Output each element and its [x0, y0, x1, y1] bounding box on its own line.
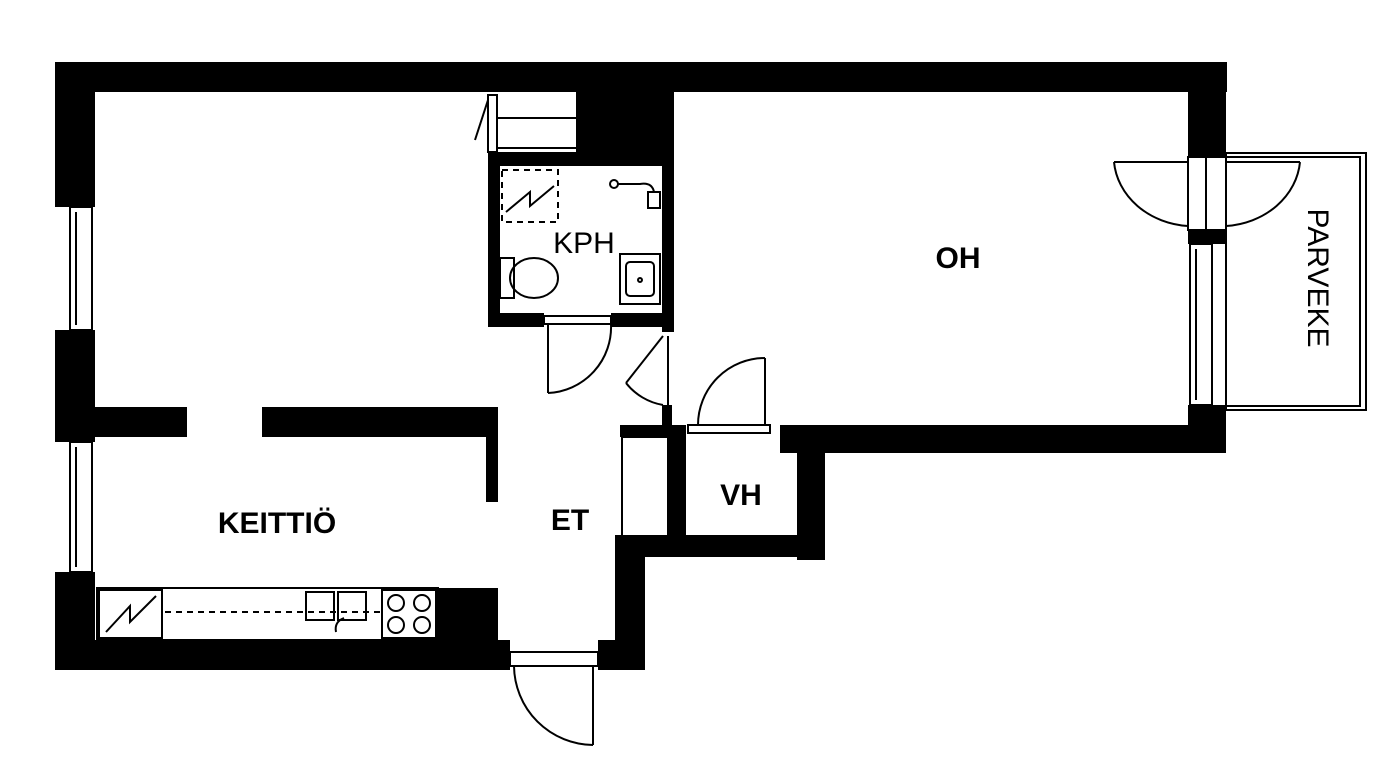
hall-cabinet — [621, 436, 669, 538]
toilet-icon — [499, 257, 559, 299]
balcony — [1225, 152, 1367, 411]
room-labels: KPH OH KEITTIÖ ET VH PARVEKE — [218, 209, 1334, 540]
shower-area — [501, 169, 559, 223]
room-label-living: OH — [936, 242, 981, 275]
fridge-icon — [98, 589, 163, 639]
walls — [55, 62, 1227, 670]
windows — [69, 206, 1213, 573]
sink-icon — [619, 253, 661, 305]
window-living-right — [1189, 243, 1213, 406]
bathroom-fixtures — [499, 169, 661, 305]
doors — [474, 94, 1301, 746]
kitchen-fixtures — [96, 587, 439, 641]
door-balcony — [1113, 156, 1301, 231]
shower-head-icon — [609, 179, 661, 209]
room-label-hall: ET — [551, 504, 589, 537]
door-storage — [474, 94, 576, 153]
kitchen-sink-icon — [305, 591, 367, 633]
stove-icon — [381, 589, 437, 639]
door-closet — [687, 357, 771, 434]
window-kitchen-top — [69, 206, 93, 331]
room-label-bathroom: KPH — [553, 227, 615, 260]
door-hall-living — [625, 335, 669, 406]
window-kitchen-bottom — [69, 441, 93, 573]
room-label-closet: VH — [720, 479, 762, 512]
room-label-balcony: PARVEKE — [1301, 209, 1334, 348]
door-bathroom — [543, 315, 613, 394]
kitchen-counter — [96, 587, 439, 641]
room-label-kitchen: KEITTIÖ — [218, 507, 336, 540]
door-entrance — [509, 651, 599, 746]
